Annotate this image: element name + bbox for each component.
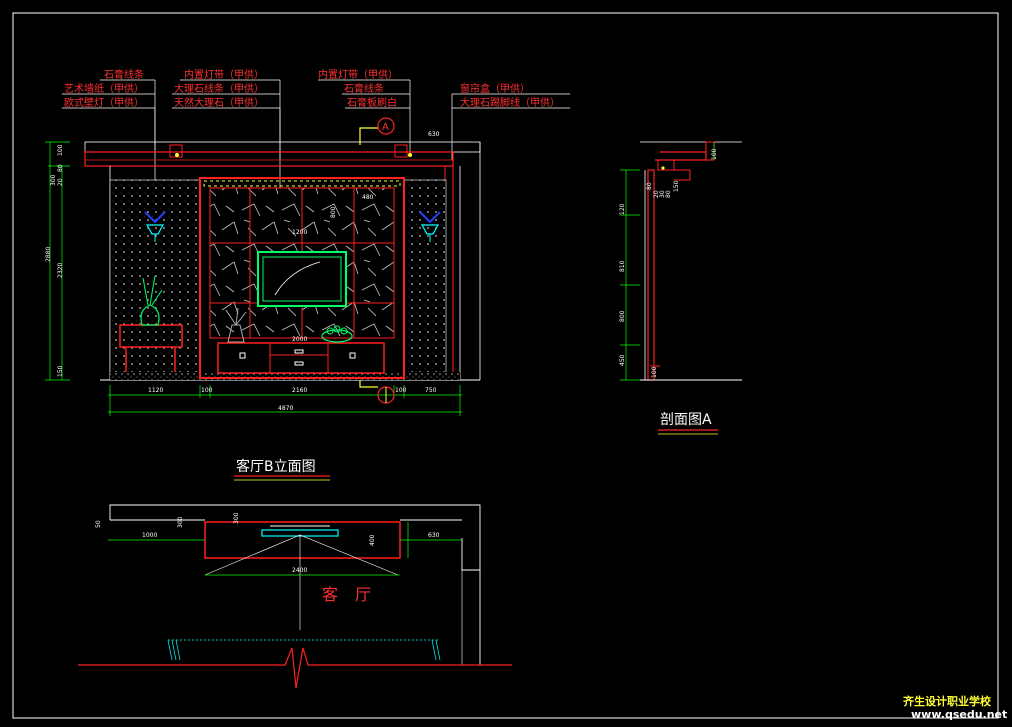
svg-text:1000: 1000 [142, 532, 157, 539]
svg-text:800: 800 [330, 206, 337, 218]
plan-drawing: 客 厅 [78, 504, 512, 689]
section-a-dimension-texts: 120 810 800 450 100 100 80 20 30 80 150 [619, 148, 718, 378]
annotation-plaster-line-2: 石膏线条 [344, 82, 384, 95]
svg-text:80: 80 [57, 164, 64, 172]
svg-text:800: 800 [619, 310, 626, 322]
elevation-dimensions [45, 141, 462, 416]
svg-text:2000: 2000 [292, 336, 307, 343]
wall-lamp-left [144, 211, 166, 242]
annotation-plaster-line: 石膏线条 [104, 68, 144, 81]
annotation-marble-line: 大理石线条（甲供） [174, 82, 264, 95]
svg-text:4870: 4870 [278, 405, 293, 412]
watermark-line1: 齐生设计职业学校 [903, 694, 992, 708]
annotation-wall-lamp: 欧式壁灯（甲供） [64, 96, 144, 109]
plan-dimensions [108, 522, 462, 576]
svg-text:100: 100 [711, 148, 718, 160]
svg-text:450: 450 [619, 354, 626, 366]
annotation-leaders [62, 79, 570, 190]
watermark-line2: www.qsedu.net [911, 708, 1007, 721]
svg-text:2400: 2400 [292, 567, 307, 574]
elevation-drawing [84, 141, 481, 381]
svg-text:300: 300 [177, 516, 184, 528]
elevation-dimension-texts: 1120 100 2160 100 750 4870 2880 2320 150… [45, 131, 440, 412]
elevation-title-group: 客厅B立面图 [234, 458, 330, 481]
annotation-center-group: 内置灯带（甲供） 大理石线条（甲供） 天然大理石（甲供） [174, 68, 264, 109]
svg-text:750: 750 [425, 387, 437, 394]
annotation-art-wallpaper: 艺术墙纸（甲供） [64, 82, 144, 95]
svg-text:100: 100 [201, 387, 213, 394]
annotation-right-b-group: 窗帘盒（甲供） 大理石踢脚线（甲供） [460, 82, 560, 109]
svg-text:300: 300 [50, 174, 57, 186]
svg-text:80: 80 [646, 182, 653, 190]
plan-room-label: 客 厅 [322, 585, 377, 604]
section-marker-bottom [359, 380, 395, 404]
annotation-gypsum-board: 石膏板刷白 [347, 96, 397, 109]
annotation-curtain-box: 窗帘盒（甲供） [460, 82, 530, 95]
section-marker-top: A [359, 117, 395, 145]
svg-text:630: 630 [428, 131, 440, 138]
drawing-border [12, 12, 999, 719]
svg-text:400: 400 [369, 534, 376, 546]
section-title: 剖面图A [660, 412, 712, 428]
section-a-dimensions [620, 142, 715, 381]
annotation-left-group: 石膏线条 艺术墙纸（甲供） 欧式壁灯（甲供） [64, 68, 144, 109]
watermark: 齐生设计职业学校 www.qsedu.net [903, 694, 1007, 721]
svg-text:A: A [382, 122, 389, 133]
section-a-drawing [640, 141, 742, 381]
svg-text:50: 50 [95, 520, 102, 528]
svg-text:100: 100 [395, 387, 407, 394]
annotation-marble-baseboard: 大理石踢脚线（甲供） [460, 96, 560, 109]
svg-text:2320: 2320 [57, 263, 64, 278]
svg-text:100: 100 [57, 144, 64, 156]
svg-text:2880: 2880 [45, 247, 52, 262]
svg-text:2160: 2160 [292, 387, 307, 394]
svg-text:1200: 1200 [292, 229, 307, 236]
annotation-led-strip: 内置灯带（甲供） [184, 68, 264, 81]
svg-text:810: 810 [619, 260, 626, 272]
svg-text:1120: 1120 [148, 387, 163, 394]
annotation-led-strip-2: 内置灯带（甲供） [318, 68, 398, 81]
svg-text:150: 150 [673, 180, 680, 192]
svg-text:20: 20 [57, 178, 64, 186]
annotation-natural-marble: 天然大理石（甲供） [174, 96, 264, 109]
svg-text:480: 480 [362, 194, 374, 201]
elevation-title: 客厅B立面图 [236, 458, 316, 475]
svg-text:630: 630 [428, 532, 440, 539]
svg-text:100: 100 [651, 366, 658, 378]
section-title-group: 剖面图A [658, 412, 718, 435]
svg-text:20: 20 [653, 190, 660, 198]
svg-text:150: 150 [57, 365, 64, 377]
svg-text:120: 120 [619, 203, 626, 215]
plan-dimension-texts: 1000 2400 630 400 50 300 300 [95, 512, 440, 574]
svg-text:30: 30 [659, 190, 666, 198]
annotation-right-a-group: 内置灯带（甲供） 石膏线条 石膏板刷白 [318, 68, 398, 109]
svg-text:80: 80 [665, 190, 672, 198]
wall-lamp-right [419, 211, 441, 242]
svg-text:300: 300 [233, 512, 240, 524]
